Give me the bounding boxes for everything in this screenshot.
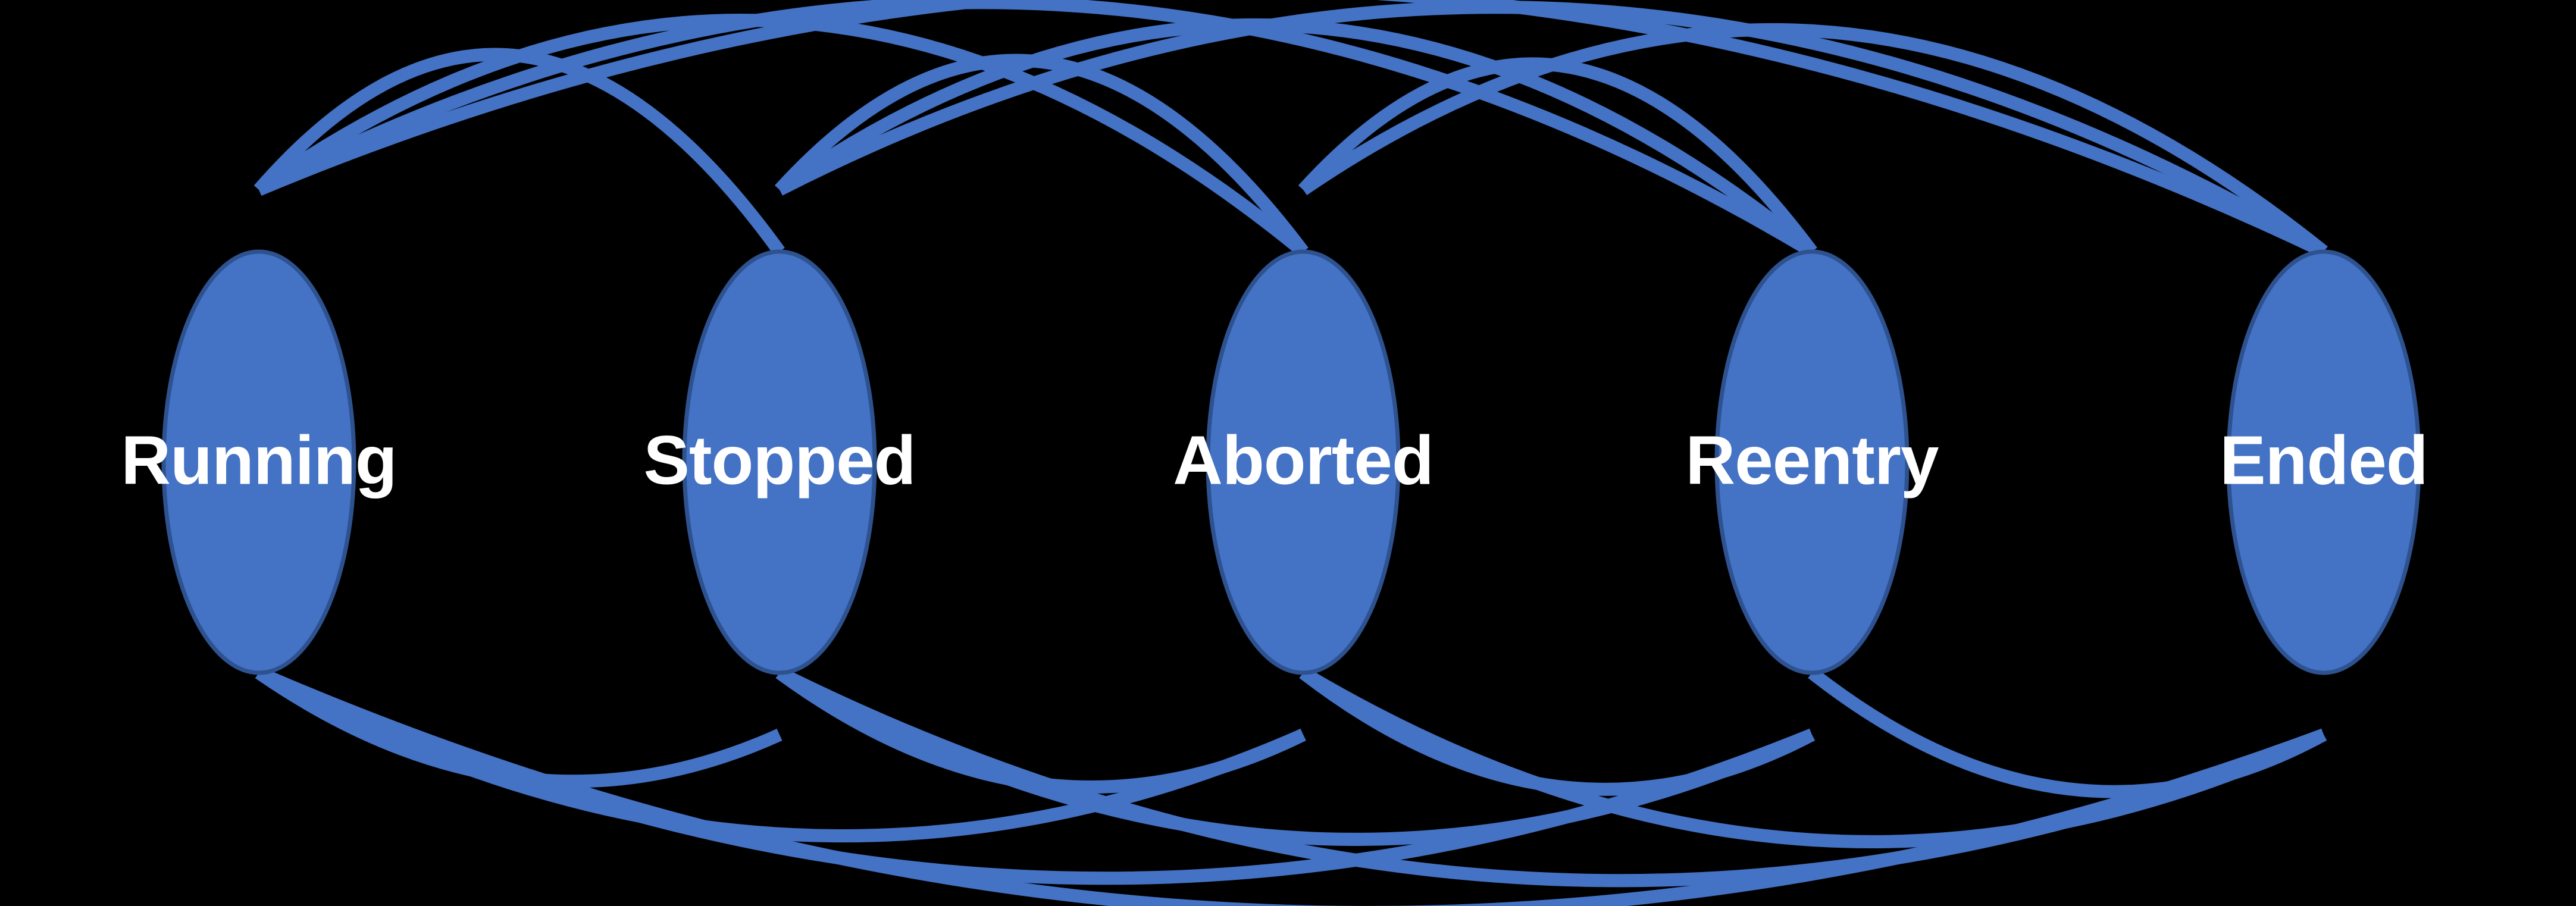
node-layer: Running Stopped Aborted Reentry Ended bbox=[121, 249, 2428, 675]
state-node-label: Aborted bbox=[1173, 422, 1433, 499]
edge-curve bbox=[255, 0, 1816, 258]
state-node-shape[interactable] bbox=[682, 249, 877, 675]
state-node-shape[interactable] bbox=[1714, 249, 1910, 675]
edge-curve bbox=[1300, 667, 2327, 848]
edge-curve bbox=[777, 1, 2327, 258]
state-node-ended[interactable]: Ended bbox=[2220, 249, 2428, 675]
state-node-label: Reentry bbox=[1686, 422, 1939, 499]
state-node-running[interactable]: Running bbox=[121, 249, 397, 675]
state-node-label: Ended bbox=[2220, 422, 2427, 499]
state-node-shape[interactable] bbox=[2226, 249, 2421, 675]
state-node-stopped[interactable]: Stopped bbox=[644, 249, 916, 675]
edge-curve bbox=[1808, 667, 2327, 798]
state-node-shape[interactable] bbox=[1206, 249, 1401, 675]
edge-curve bbox=[256, 0, 2327, 258]
edge-curve bbox=[1299, 23, 2328, 257]
state-node-shape[interactable] bbox=[161, 249, 356, 675]
state-node-label: Stopped bbox=[644, 422, 916, 499]
state-node-aborted[interactable]: Aborted bbox=[1173, 249, 1434, 675]
state-node-reentry[interactable]: Reentry bbox=[1686, 249, 1939, 675]
edge-curve bbox=[776, 667, 1815, 846]
state-node-label: Running bbox=[121, 422, 396, 499]
